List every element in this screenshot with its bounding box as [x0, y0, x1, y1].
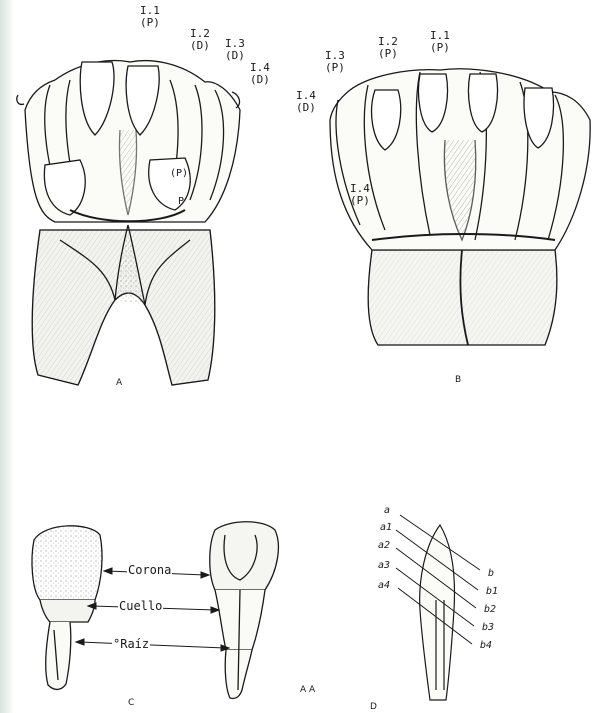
- label-corona: Corona: [127, 563, 172, 577]
- panel-a-label-i4: I.4(D): [250, 62, 270, 86]
- panel-b-caption: B: [455, 375, 461, 385]
- panel-b-label-i1: I.1(P): [430, 30, 450, 54]
- panel-c-caption: C: [128, 698, 134, 708]
- panel-b-label-i2: I.2(P): [378, 36, 398, 60]
- line-label-a2: a2: [378, 540, 390, 551]
- label-raiz: °Raíz: [112, 637, 150, 651]
- panel-a-jaw: [17, 61, 240, 385]
- line-label-b1: b1: [486, 586, 498, 597]
- line-label-a3: a3: [378, 560, 390, 571]
- line-label-a1: a1: [380, 522, 392, 533]
- panel-a-label-i3: I.3(D): [225, 38, 245, 62]
- section-label-aa: A A: [300, 685, 315, 695]
- panel-a-label-p2: P: [178, 196, 184, 208]
- line-label-b3: b3: [482, 622, 494, 633]
- panel-d-caption: D: [370, 702, 377, 712]
- panel-a-label-i1: I.1(P): [140, 5, 160, 29]
- panel-b-label-i3: I.3(P): [325, 50, 345, 74]
- line-label-b4: b4: [480, 640, 492, 651]
- line-label-b: b: [488, 568, 494, 579]
- panel-d-section: [396, 515, 480, 700]
- panel-a-label-p: (P): [170, 168, 188, 180]
- panel-b-label-inner-i4: I.4(P): [350, 183, 370, 207]
- line-label-a4: a4: [378, 580, 390, 591]
- line-label-a: a: [384, 505, 390, 516]
- panel-b-label-i4: I.4(D): [296, 90, 316, 114]
- panel-a-caption: A: [116, 378, 122, 388]
- panel-a-label-i2: I.2(D): [190, 28, 210, 52]
- label-cuello: Cuello: [118, 599, 163, 613]
- line-label-b2: b2: [484, 604, 496, 615]
